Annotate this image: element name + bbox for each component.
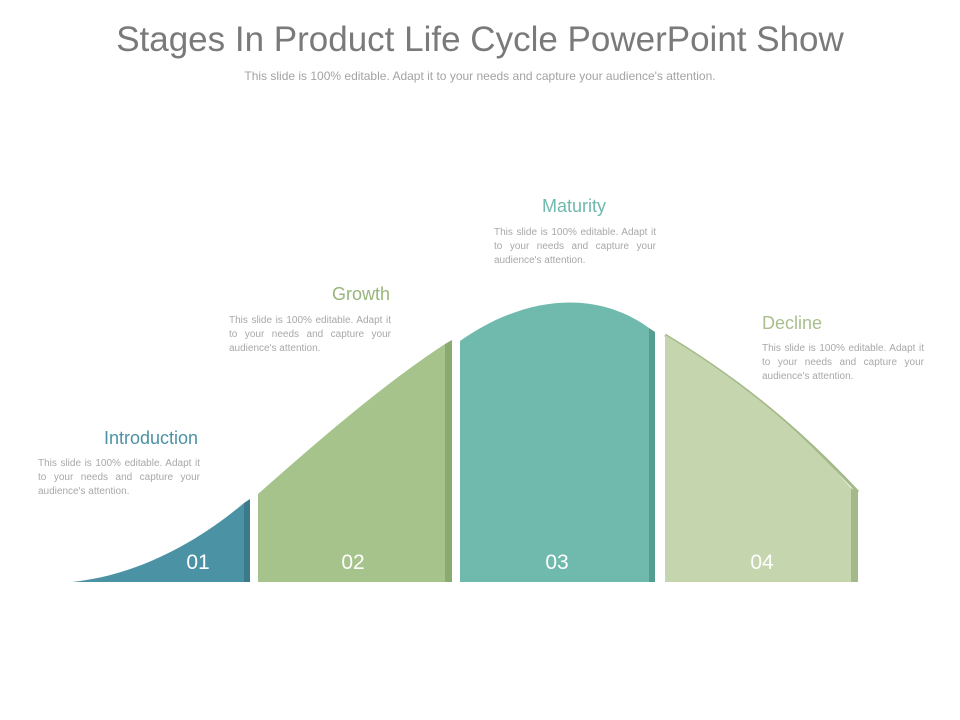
stage-maturity-segment xyxy=(460,302,649,582)
stage-description-decline: This slide is 100% editable. Adapt it to… xyxy=(762,343,924,382)
stage-number-02: 02 xyxy=(341,551,365,574)
stage-description-introduction: This slide is 100% editable. Adapt it to… xyxy=(38,458,200,497)
slide-title: Stages In Product Life Cycle PowerPoint … xyxy=(116,20,844,59)
stage-growth-segment xyxy=(258,344,445,582)
stage-heading-maturity: Maturity xyxy=(541,196,606,216)
stage-number-03: 03 xyxy=(545,551,569,574)
stage-number-01: 01 xyxy=(186,551,210,574)
stage-introduction-segment xyxy=(72,503,244,582)
stage-heading-growth: Growth xyxy=(331,284,390,304)
stage-description-maturity: This slide is 100% editable. Adapt it to… xyxy=(494,227,656,266)
stage-number-04: 04 xyxy=(750,551,774,574)
stage-introduction-shade xyxy=(244,499,250,582)
stage-decline-segment xyxy=(665,335,851,582)
stage-heading-introduction: Introduction xyxy=(103,428,198,448)
stage-heading-decline: Decline xyxy=(762,313,823,333)
stage-description-growth: This slide is 100% editable. Adapt it to… xyxy=(229,315,391,354)
stage-maturity-shade xyxy=(649,328,655,582)
stage-decline-shade xyxy=(851,488,858,582)
slide-subtitle: This slide is 100% editable. Adapt it to… xyxy=(244,69,716,83)
stage-growth-shade xyxy=(445,340,452,582)
stage-decline-edge xyxy=(664,333,860,494)
